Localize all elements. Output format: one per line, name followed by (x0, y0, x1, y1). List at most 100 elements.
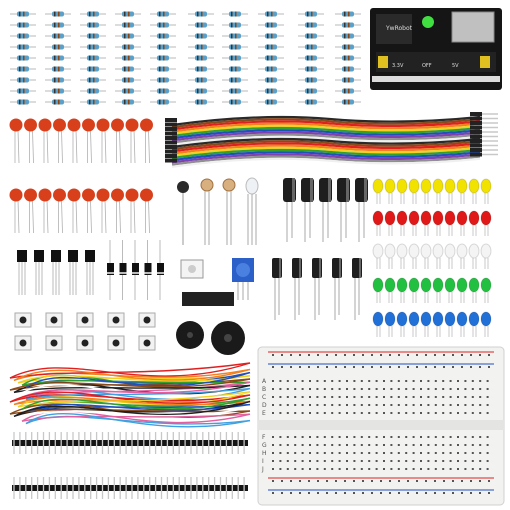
led-white (468, 243, 480, 259)
breadboard-hole (331, 436, 334, 438)
rail-hole (470, 354, 472, 356)
resistor-band (267, 88, 269, 94)
ribbon-connector-left (165, 145, 177, 149)
led-yellow (444, 178, 456, 194)
resistor-band (311, 66, 313, 72)
rail-hole (281, 480, 283, 482)
breadboard-hole (331, 460, 334, 462)
rail-hole (308, 366, 310, 368)
capacitor-lead (75, 129, 78, 164)
ceramic-capacitor (53, 118, 66, 132)
ribbon-connector-right (470, 121, 482, 125)
capacitor-lead (119, 129, 121, 164)
ribbon-connector-left (165, 122, 177, 127)
breadboard-hole (464, 468, 467, 470)
resistor-band (267, 22, 269, 28)
resistor-band (197, 55, 199, 61)
breadboard-hole (405, 468, 408, 470)
breadboard-hole (397, 436, 400, 438)
breadboard-hole (420, 460, 422, 462)
rail-hole (461, 354, 463, 356)
breadboard-hole (471, 404, 474, 406)
buzzers (176, 321, 245, 355)
breadboard-hole (360, 412, 363, 414)
diode (132, 263, 139, 275)
breadboard-hole (360, 468, 363, 470)
resistor-band (159, 99, 161, 105)
ceramic-capacitor (111, 118, 124, 132)
led-yellow (408, 178, 420, 194)
breadboard-hole (486, 444, 489, 446)
breadboard-hole (383, 460, 385, 462)
breadboard-hole (383, 452, 385, 454)
rail-hole (299, 354, 301, 356)
breadboard-hole (309, 396, 311, 398)
resistor-band (311, 11, 313, 17)
diode-band (119, 272, 127, 274)
breadboard-hole (471, 436, 474, 438)
ribbon-connector-right (470, 125, 482, 130)
resistor-band (159, 22, 161, 28)
resistor-band (89, 55, 91, 61)
resistor-band (159, 33, 161, 39)
led-blue (420, 311, 432, 327)
resistor-band (267, 33, 269, 39)
breadboard-hole (375, 396, 378, 398)
row-letter-bottom: G (262, 442, 267, 449)
breadboard-hole (368, 404, 371, 406)
ribbon-connector-left (165, 154, 177, 158)
breadboard-hole (464, 396, 467, 398)
ribbon-connector-right (470, 116, 482, 121)
breadboard-hole (301, 380, 304, 382)
breadboard-hole (412, 380, 415, 382)
ceramic-capacitor (53, 188, 66, 202)
resistor-band (163, 44, 165, 50)
usb-port (451, 11, 495, 43)
rail-hole (380, 354, 382, 356)
led-red (372, 210, 384, 226)
breadboard-hole (427, 396, 430, 398)
resistor-band (197, 22, 199, 28)
resistor-band (23, 22, 25, 28)
resistor-band (307, 44, 309, 50)
resistor-band (311, 99, 313, 105)
breadboard-hole (390, 388, 393, 390)
breadboard-hole (442, 436, 445, 438)
breadboard-hole (309, 452, 311, 454)
resistor-band (197, 99, 199, 105)
resistor-band (159, 77, 161, 83)
resistor-band (344, 88, 346, 94)
breadboard-hole (338, 388, 341, 390)
rail-hole (362, 480, 364, 482)
resistor-band (235, 99, 237, 105)
breadboard-hole (457, 412, 459, 414)
resistor-band (231, 22, 233, 28)
transistor (85, 250, 95, 262)
jumper-wire (13, 400, 251, 418)
resistor-band (201, 55, 203, 61)
rail-hole (398, 480, 400, 482)
breadboard-hole (464, 380, 467, 382)
ceramic-capacitor (82, 118, 95, 132)
breadboard-hole (405, 388, 408, 390)
optocoupler-dot (188, 265, 196, 273)
breadboard-hole (368, 396, 371, 398)
led-yellow (420, 178, 432, 194)
resistor-band (163, 22, 165, 28)
breadboard-hole (353, 452, 356, 454)
rail-hole (344, 492, 346, 494)
breadboard-hole (375, 460, 378, 462)
rail-hole (326, 492, 328, 494)
ceramic-capacitor (24, 118, 37, 132)
resistor-band (201, 66, 203, 72)
breadboard-hole (412, 468, 415, 470)
resistor-band (307, 11, 309, 17)
resistor-band (54, 33, 56, 39)
diode (119, 263, 127, 275)
breadboard-hole (427, 436, 430, 438)
rail-hole (335, 366, 337, 368)
breadboard-hole (479, 412, 482, 414)
led-green (480, 277, 492, 293)
resistor-band (163, 99, 165, 105)
resistor-band (23, 55, 25, 61)
